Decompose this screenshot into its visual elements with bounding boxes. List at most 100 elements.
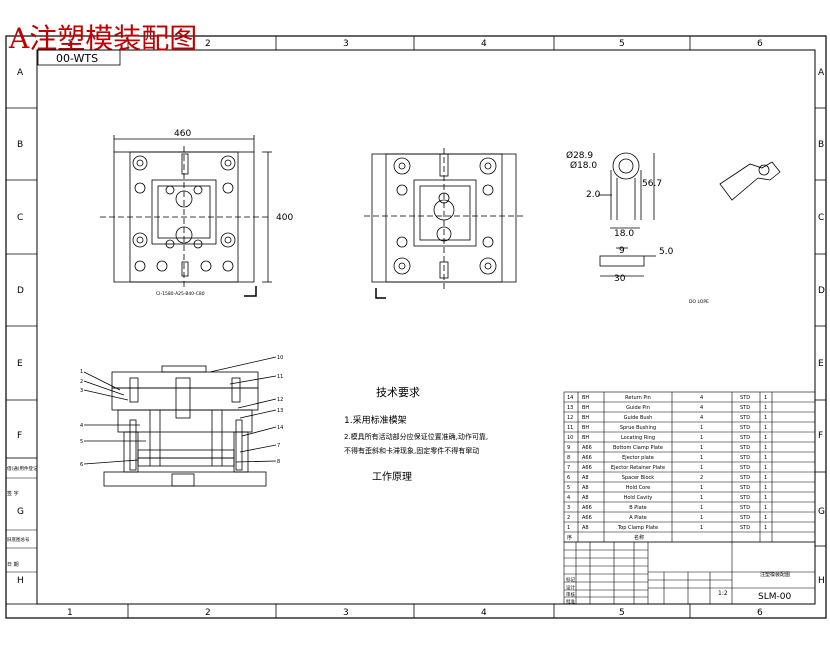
part-detail [598, 152, 781, 277]
bom-cell-std: STD [740, 415, 750, 421]
col-label-top: 6 [757, 39, 763, 49]
dim-56: 56.7 [642, 179, 662, 189]
bom-header-name: 名称 [634, 534, 644, 541]
bom-cell-n: 1 [764, 455, 767, 461]
col-label-top: 1 [67, 39, 73, 49]
row-label-right: A [818, 68, 825, 78]
bom-cell-no: 12 [567, 415, 573, 421]
bom-cell-std: STD [740, 525, 750, 531]
row-label-right: H [818, 576, 825, 586]
bom-cell-code: A66 [582, 455, 592, 461]
bom-cell-name: A Plate [629, 515, 647, 521]
bom-cell-n: 1 [764, 475, 767, 481]
balloon: 8 [277, 459, 280, 465]
bom-cell-std: STD [740, 455, 750, 461]
bom-cell-qty: 1 [700, 435, 703, 441]
bom-cell-code: A8 [582, 485, 589, 491]
bom-cell-qty: 1 [700, 515, 703, 521]
balloon: 11 [277, 374, 283, 380]
bom-cell-no: 1 [567, 525, 570, 531]
bom-table [563, 391, 816, 543]
side-label: 日 期 [7, 562, 19, 568]
bom-cell-no: 9 [567, 445, 570, 451]
drawing-red-title: A注塑模装配图 [8, 22, 197, 55]
dim-2: 2.0 [586, 190, 601, 200]
side-label: 签 字 [7, 490, 19, 497]
bom-cell-qty: 1 [700, 485, 703, 491]
bom-row-lines [564, 401, 815, 533]
bom-cell-std: STD [740, 405, 750, 411]
dim-inner-dia: Ø18.0 [570, 160, 597, 171]
row-label-left: G [17, 507, 24, 517]
bom-cell-n: 1 [764, 465, 767, 471]
part-note: DO LOPE [689, 299, 709, 305]
section-view [83, 356, 277, 487]
bom-cell-name: Ejector Retainer Plate [611, 465, 665, 471]
bom-cell-name: Bottom Clamp Plate [613, 445, 663, 451]
bom-cell-code: A66 [582, 465, 592, 471]
top-view [100, 135, 272, 297]
bom-cell-qty: 1 [700, 505, 703, 511]
bom-cell-code: A8 [582, 475, 589, 481]
bom-cell-qty: 4 [700, 395, 703, 401]
code-box [37, 49, 121, 66]
bom-cell-no: 7 [567, 465, 570, 471]
bom-cell-no: 10 [567, 435, 573, 441]
bom-cell-no: 2 [567, 515, 570, 521]
row-label-left: A [17, 68, 24, 78]
core-side-view [364, 148, 524, 299]
bom-cell-name: Ejector plate [622, 455, 654, 461]
bom-cell-n: 1 [764, 525, 767, 531]
col-label-bottom: 1 [67, 608, 73, 618]
bom-cell-no: 13 [567, 405, 573, 411]
bom-cell-qty: 1 [700, 455, 703, 461]
row-label-left: C [17, 213, 23, 223]
bom-cell-qty: 1 [700, 525, 703, 531]
bom-cell-code: A66 [582, 445, 592, 451]
row-label-left: F [17, 431, 22, 441]
tech-item-3: 不得有歪斜和卡滞现象,固定零件不得有窜动 [344, 446, 479, 455]
row-label-right: E [818, 359, 824, 369]
title-row-label: 审核 [566, 591, 575, 598]
bom-cell-n: 1 [764, 415, 767, 421]
bom-cell-std: STD [740, 445, 750, 451]
bom-cell-code: BH [582, 395, 589, 401]
bom-cell-n: 1 [764, 505, 767, 511]
bom-cell-name: Guide Bush [624, 415, 653, 421]
row-label-left: B [17, 140, 23, 150]
tech-item-1: 1.采用标准模架 [344, 414, 407, 426]
bom-cell-std: STD [740, 435, 750, 441]
bom-cell-qty: 1 [700, 425, 703, 431]
col-label-top: 4 [481, 39, 487, 49]
balloon: 10 [277, 355, 283, 361]
title-row-label: 设计 [566, 584, 575, 591]
title-drawing-number: SLM-00 [758, 592, 791, 602]
bom-cell-std: STD [740, 485, 750, 491]
top-view-caption: CI-1580-A25-B40-C80 [156, 291, 205, 297]
balloon: 2 [80, 379, 83, 385]
bom-cell-n: 1 [764, 405, 767, 411]
bom-cell-std: STD [740, 495, 750, 501]
dim-height: 400 [276, 213, 293, 223]
bom-cell-std: STD [740, 395, 750, 401]
bom-cell-name: Hold Cavity [624, 495, 653, 501]
bom-cell-qty: 1 [700, 495, 703, 501]
dim-outer-dia: Ø28.9 [566, 150, 593, 161]
balloon: 14 [277, 425, 283, 431]
bom-cell-code: BH [582, 435, 589, 441]
dim-9: 9 [619, 246, 625, 256]
balloon: 12 [277, 397, 283, 403]
row-label-right: C [818, 213, 824, 223]
tech-item-2: 2.模具所有活动部分应保证位置准确,动作可靠, [344, 432, 488, 441]
bom-cell-no: 8 [567, 455, 570, 461]
bom-cell-n: 1 [764, 495, 767, 501]
bom-cell-n: 1 [764, 425, 767, 431]
bom-cell-qty: 1 [700, 465, 703, 471]
bom-cell-qty: 4 [700, 415, 703, 421]
bom-cell-code: A8 [582, 525, 589, 531]
bom-cell-code: A66 [582, 505, 592, 511]
dim-18: 18.0 [614, 229, 634, 239]
side-label: 借(通)用件登记 [7, 465, 38, 472]
row-grid [6, 107, 826, 547]
